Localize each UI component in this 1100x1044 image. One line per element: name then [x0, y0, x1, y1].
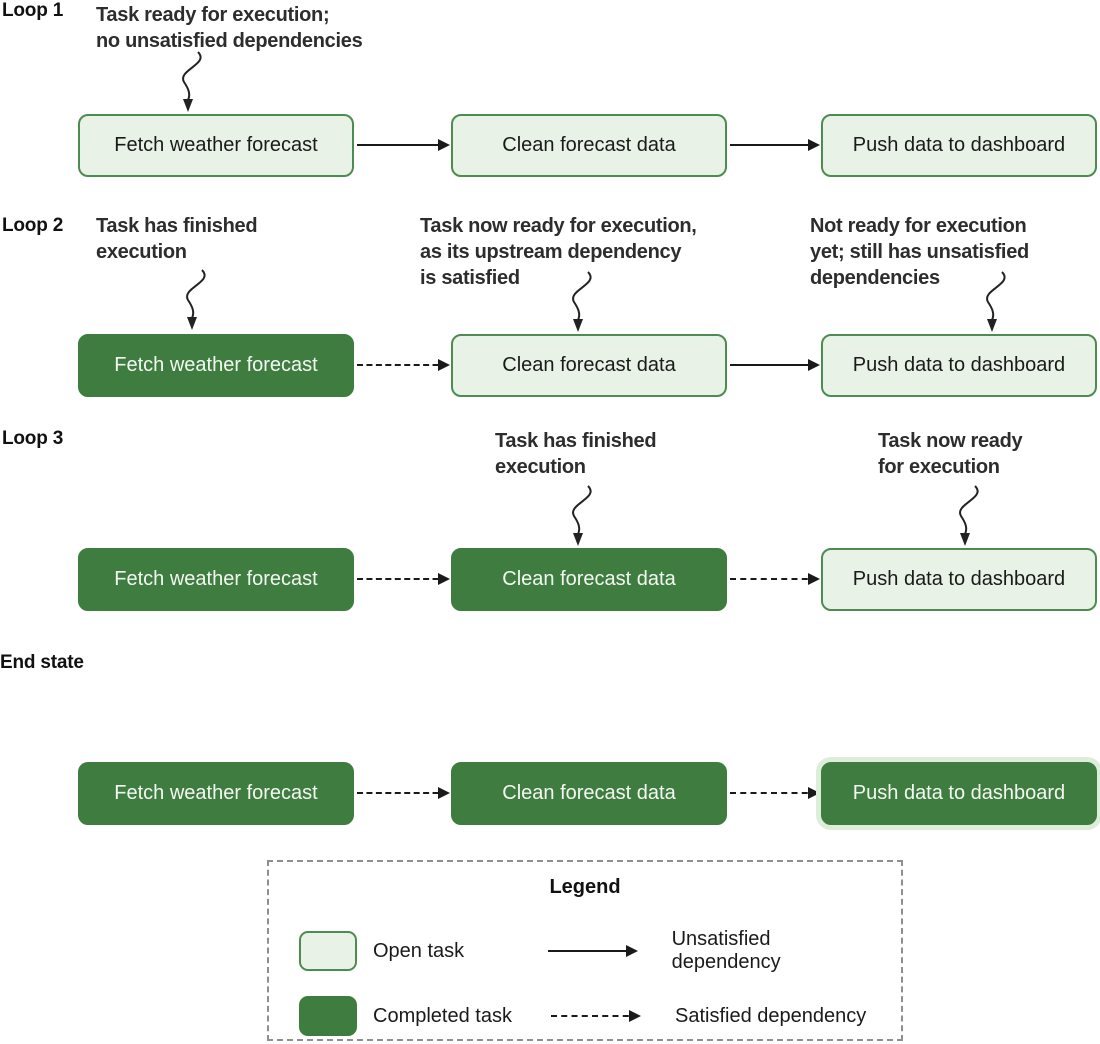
task-box: Push data to dashboard — [821, 114, 1097, 177]
end-state-label: End state — [0, 652, 84, 673]
legend-label: Satisfied dependency — [675, 1004, 867, 1027]
task-box: Clean forecast data — [451, 114, 727, 177]
curved-arrow-icon — [572, 271, 592, 332]
legend-title: Legend — [549, 876, 621, 898]
task-box: Fetch weather forecast — [78, 334, 354, 397]
satisfied-dependency-arrow — [551, 1010, 641, 1022]
task-box: Clean forecast data — [451, 334, 727, 397]
annotation-loop3-finished: Task has finished execution — [495, 430, 657, 478]
unsatisfied-dependency-arrow — [730, 139, 820, 151]
legend-label: Unsatisfied dependency — [671, 928, 781, 973]
legend-label: Open task — [373, 939, 465, 962]
curved-arrow-icon — [986, 271, 1006, 332]
unsatisfied-dependency-arrow — [357, 139, 450, 151]
unsatisfied-dependency-arrow — [547, 945, 638, 957]
task-box: Clean forecast data — [451, 548, 727, 611]
legend-label: Completed task — [373, 1004, 512, 1027]
open-task-swatch — [299, 931, 357, 971]
satisfied-dependency-arrow — [357, 573, 450, 585]
completed-task-swatch — [299, 996, 357, 1036]
task-box: Fetch weather forecast — [78, 548, 354, 611]
satisfied-dependency-arrow — [357, 787, 450, 799]
curved-arrow-icon — [959, 485, 979, 546]
legend-row: Completed task Satisfied dependency — [299, 995, 881, 1037]
task-box: Clean forecast data — [451, 762, 727, 825]
annotation-loop2-now-ready: Task now ready for execution, as its ups… — [420, 215, 697, 289]
task-box: Push data to dashboard — [821, 548, 1097, 611]
annotation-loop2-finished: Task has finished execution — [96, 215, 258, 263]
annotation-loop2-not-ready: Not ready for execution yet; still has u… — [810, 215, 1029, 289]
curved-arrow-icon — [186, 269, 206, 330]
satisfied-dependency-arrow — [730, 573, 820, 585]
satisfied-dependency-arrow — [357, 359, 450, 371]
curved-arrow-icon — [182, 51, 202, 112]
satisfied-dependency-arrow — [730, 787, 820, 799]
task-box: Fetch weather forecast — [78, 114, 354, 177]
task-box: Fetch weather forecast — [78, 762, 354, 825]
task-box: Push data to dashboard — [821, 334, 1097, 397]
annotation-loop3-now-ready: Task now ready for execution — [878, 430, 1023, 478]
task-box: Push data to dashboard — [821, 762, 1097, 825]
unsatisfied-dependency-arrow — [730, 359, 820, 371]
loop-1-label: Loop 1 — [2, 0, 64, 21]
loop-2-label: Loop 2 — [2, 215, 64, 236]
legend-row: Open task Unsatisfied dependency — [299, 928, 881, 973]
legend-box: Legend Open task Unsatisfied dependency … — [267, 860, 903, 1041]
curved-arrow-icon — [572, 485, 592, 546]
annotation-loop1-task-ready: Task ready for execution; no unsatisfied… — [96, 4, 363, 52]
loop-3-label: Loop 3 — [2, 428, 64, 449]
